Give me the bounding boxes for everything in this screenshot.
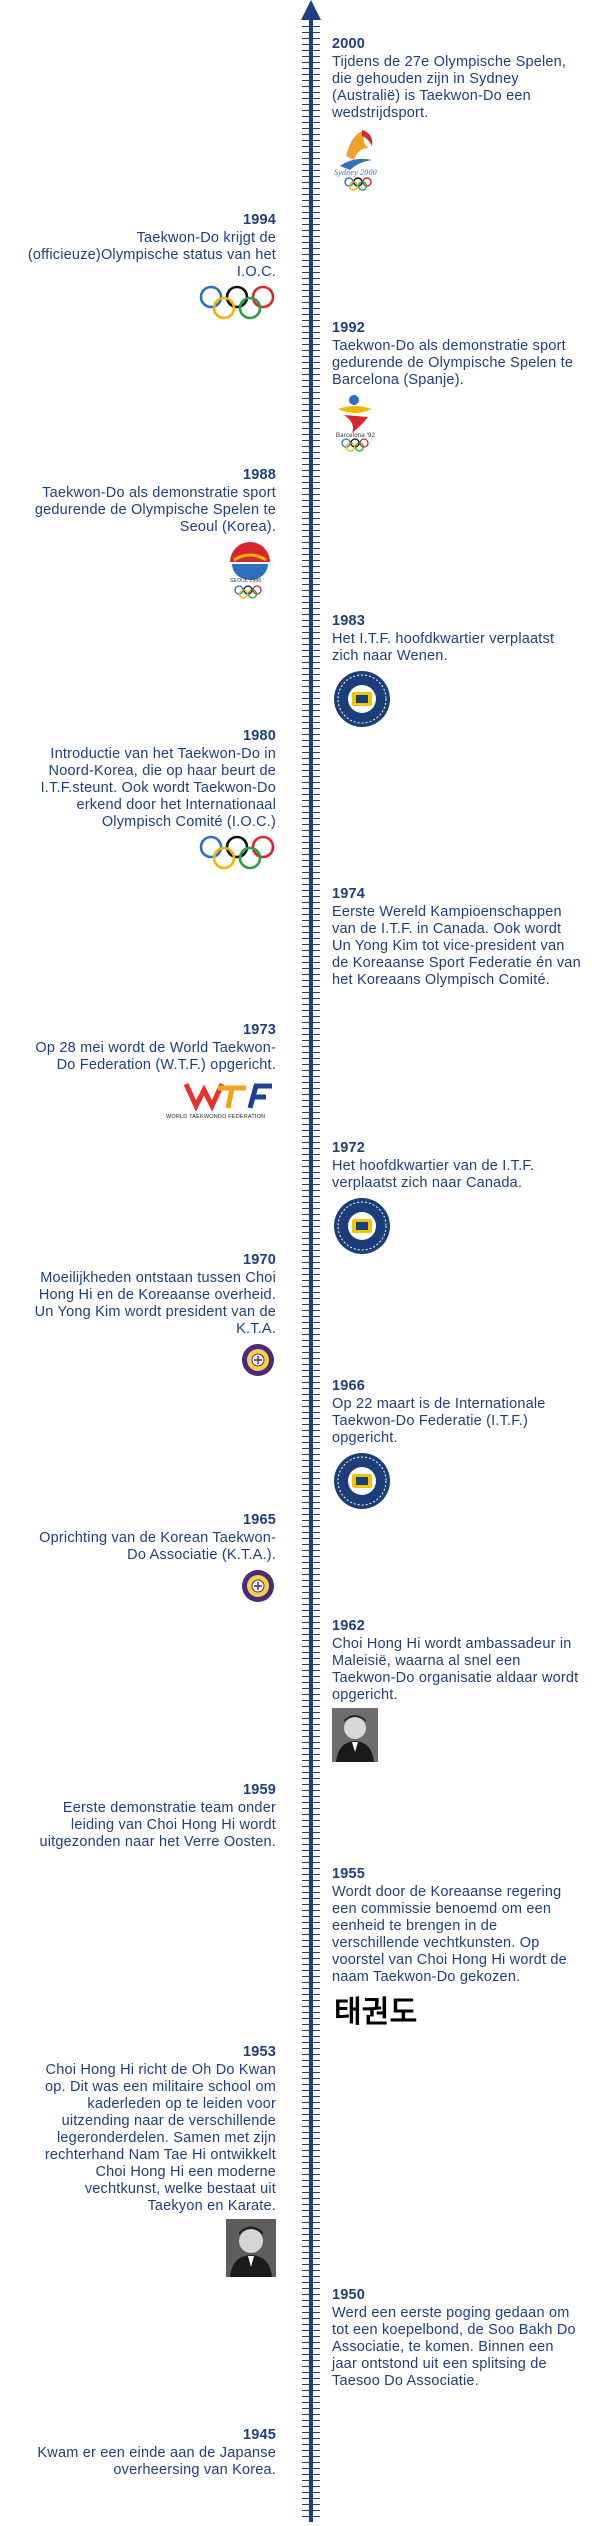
entry-year: 1950 — [332, 2287, 366, 2303]
timeline-entry-1945: 1945 Kwam er een einde aan de Japanse ov… — [26, 2427, 276, 2479]
entry-text: Choi Hong Hi richt de Oh Do Kwan op. Dit… — [44, 2062, 276, 2214]
timeline-entry-1983: 1983 Het I.T.F. hoofdkwartier verplaatst… — [332, 613, 582, 729]
kta-emblem-icon — [242, 1344, 274, 1376]
timeline-entry-1962: 1962 Choi Hong Hi wordt ambassadeur in M… — [332, 1618, 582, 1762]
timeline-entry-1950: 1950 Werd een eerste poging gedaan om to… — [332, 2287, 582, 2390]
olympic-rings-icon — [199, 835, 275, 870]
olympic-rings-icon — [199, 285, 275, 320]
svg-text:Barcelona '92: Barcelona '92 — [336, 433, 376, 439]
entry-year: 1953 — [242, 2044, 276, 2060]
timeline-arrow-icon — [301, 0, 321, 20]
timeline-entry-1966: 1966 Op 22 maart is de Internationale Ta… — [332, 1378, 582, 1511]
entry-text: Introductie van het Taekwon-Do in Noord-… — [40, 746, 276, 830]
entry-text: Werd een eerste poging gedaan om tot een… — [332, 2305, 576, 2389]
timeline-entry-1970: 1970 Moeilijkheden ontstaan tussen Choi … — [26, 1252, 276, 1378]
entry-text: Choi Hong Hi wordt ambassadeur in Maleis… — [332, 1636, 579, 1703]
entry-year: 1955 — [332, 1866, 366, 1882]
itf-emblem-icon — [334, 671, 390, 727]
entry-year: 1970 — [242, 1252, 276, 1268]
entry-year: 1973 — [242, 1022, 276, 1038]
entry-text: Taekwon-Do als demonstratie sport gedure… — [34, 485, 276, 535]
timeline-entry-1994: 1994 Taekwon-Do krijgt de (officieuze)Ol… — [26, 212, 276, 321]
entry-text: Taekwon-Do krijgt de (officieuze)Olympis… — [27, 230, 276, 280]
entry-text: Op 28 mei wordt de World Taekwon-Do Fede… — [35, 1040, 276, 1073]
wtf-logo-icon: WORLD TAEKWONDO FEDERATION — [166, 1082, 272, 1120]
kta-emblem-icon — [242, 1570, 274, 1602]
itf-emblem-icon — [334, 1453, 390, 1509]
timeline-entry-2000: 2000 Tijdens de 27e Olympische Spelen, d… — [332, 36, 582, 192]
entry-text: Taekwon-Do als demonstratie sport gedure… — [332, 338, 574, 388]
timeline-entry-1959: 1959 Eerste demonstratie team onder leid… — [26, 1782, 276, 1851]
entry-year: 1980 — [242, 728, 276, 744]
svg-text:Sydney 2000: Sydney 2000 — [334, 168, 377, 177]
entry-year: 1988 — [242, 467, 276, 483]
choi-hong-hi-portrait-icon — [226, 2219, 276, 2277]
entry-text: Oprichting van de Korean Taekwon-Do Asso… — [39, 1530, 276, 1563]
svg-text:태권도: 태권도 — [334, 1995, 417, 2030]
entry-text: Tijdens de 27e Olympische Spelen, die ge… — [332, 54, 567, 121]
taekwondo-hangul-calligraphy-icon: 태권도 — [334, 1995, 417, 2030]
entry-text: Het hoofdkwartier van de I.T.F. verplaat… — [332, 1158, 535, 1191]
entry-year: 1959 — [242, 1782, 276, 1798]
itf-emblem-icon — [334, 1198, 390, 1254]
entry-text: Op 22 maart is de Internationale Taekwon… — [332, 1396, 546, 1446]
entry-year: 1983 — [332, 613, 366, 629]
entry-year: 1965 — [242, 1512, 276, 1528]
entry-year: 1994 — [242, 212, 276, 228]
entry-text: Eerste demonstratie team onder leiding v… — [39, 1800, 276, 1850]
entry-year: 1974 — [332, 886, 366, 902]
barcelona-92-olympic-logo-icon: Barcelona '92 — [336, 395, 376, 452]
svg-text:SEOUL 1988: SEOUL 1988 — [230, 578, 261, 584]
entry-year: 1945 — [242, 2427, 276, 2443]
timeline-entry-1955: 1955 Wordt door de Koreaanse regering ee… — [332, 1866, 582, 2030]
timeline-entry-1988: 1988 Taekwon-Do als demonstratie sport g… — [26, 467, 276, 600]
timeline-axis-ticks — [302, 26, 320, 2520]
entry-text: Het I.T.F. hoofdkwartier verplaatst zich… — [332, 631, 555, 664]
entry-text: Wordt door de Koreaanse regering een com… — [332, 1884, 567, 1985]
entry-text: Moeilijkheden ontstaan tussen Choi Hong … — [34, 1270, 276, 1337]
entry-text: Kwam er een einde aan de Japanse overhee… — [37, 2445, 276, 2478]
entry-text: Eerste Wereld Kampioenschappen van de I.… — [332, 904, 581, 988]
entry-year: 1966 — [332, 1378, 366, 1394]
entry-year: 1962 — [332, 1618, 366, 1634]
timeline-entry-1973: 1973 Op 28 mei wordt de World Taekwon-Do… — [26, 1022, 276, 1120]
timeline-entry-1974: 1974 Eerste Wereld Kampioenschappen van … — [332, 886, 582, 989]
entry-year: 1972 — [332, 1140, 366, 1156]
seoul-88-olympic-logo-icon: SEOUL 1988 — [230, 542, 270, 599]
timeline-entry-1965: 1965 Oprichting van de Korean Taekwon-Do… — [26, 1512, 276, 1604]
sydney-2000-olympic-logo-icon: Sydney 2000 — [334, 130, 377, 191]
timeline-entry-1972: 1972 Het hoofdkwartier van de I.T.F. ver… — [332, 1140, 582, 1256]
entry-year: 2000 — [332, 36, 366, 52]
svg-text:WORLD TAEKWONDO FEDERATION: WORLD TAEKWONDO FEDERATION — [166, 1114, 265, 1120]
timeline-entry-1992: 1992 Taekwon-Do als demonstratie sport g… — [332, 320, 582, 453]
timeline-entry-1980: 1980 Introductie van het Taekwon-Do in N… — [26, 728, 276, 871]
choi-hong-hi-portrait-icon — [332, 1708, 378, 1762]
entry-year: 1992 — [332, 320, 366, 336]
timeline-entry-1953: 1953 Choi Hong Hi richt de Oh Do Kwan op… — [26, 2044, 276, 2277]
